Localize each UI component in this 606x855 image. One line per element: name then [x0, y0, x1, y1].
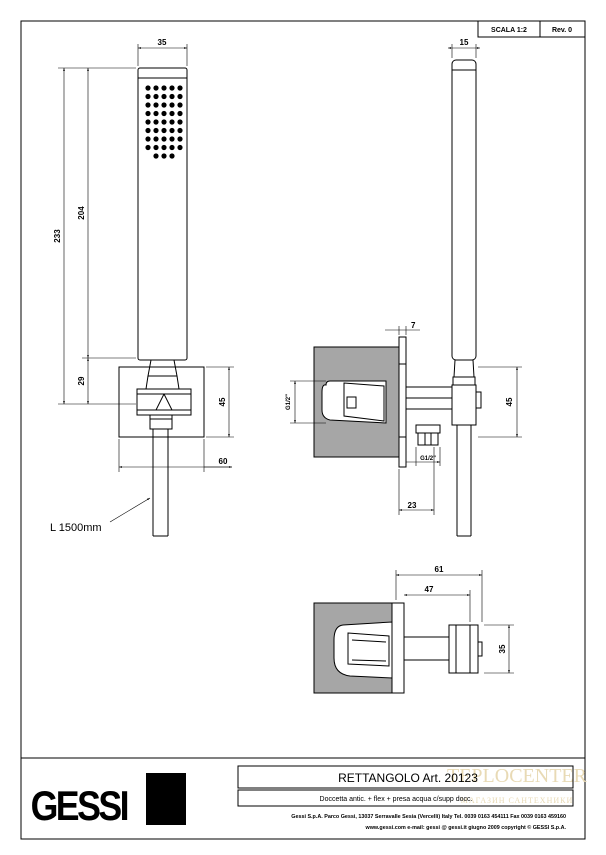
brand-square: [146, 773, 186, 825]
nozzle-dot: [161, 102, 167, 108]
nozzle-dot: [145, 144, 151, 151]
nozzle-dot: [145, 110, 151, 117]
dim-side-depth: 23: [408, 501, 417, 510]
product-description: Doccetta antic. + flex + presa acqua c/s…: [320, 796, 473, 803]
nozzle-dot: [177, 110, 183, 117]
gessi-logo: GESSI: [31, 773, 186, 830]
hose-length-label: L 1500mm: [50, 522, 102, 534]
dim-top-inner-width: 47: [425, 585, 434, 594]
dim-top-height: 35: [498, 644, 507, 653]
top-view: [313, 602, 483, 694]
nozzle-dot: [153, 119, 159, 125]
nozzle-dot: [161, 93, 167, 100]
nozzle-dot: [153, 144, 159, 151]
nozzle-dot: [169, 153, 175, 159]
sheet-border: [20, 20, 586, 840]
nozzle-dot: [153, 136, 159, 142]
dim-side-width: 15: [460, 38, 469, 47]
nozzle-dot: [177, 136, 183, 142]
front-dimensions: [58, 44, 234, 523]
dim-side-offset: 7: [411, 321, 416, 330]
nozzle-dot: [153, 102, 159, 108]
dim-side-bracket-height: 45: [505, 397, 514, 406]
watermark: TEPLOCENTER МАГАЗИН САНТЕХНИКИ: [447, 765, 588, 805]
dim-front-mount-height: 29: [77, 376, 86, 385]
nozzle-dot: [145, 93, 151, 100]
nozzle-dot: [161, 85, 167, 91]
nozzle-dot: [153, 153, 159, 159]
nozzle-dot: [145, 119, 151, 125]
nozzle-dot: [177, 144, 183, 151]
nozzle-dot: [169, 144, 175, 151]
side-shower-handle: [451, 59, 477, 361]
nozzle-dot: [169, 102, 175, 108]
nozzle-dot: [153, 127, 159, 134]
nozzle-dot: [161, 153, 167, 159]
top-holder: [448, 624, 479, 674]
nozzle-dot: [177, 102, 183, 108]
nozzle-dot: [153, 93, 159, 100]
title-block: [21, 757, 585, 807]
nozzle-dot: [145, 102, 151, 108]
nozzle-dot: [177, 119, 183, 125]
watermark-title: TEPLOCENTER: [447, 765, 588, 787]
dim-side-thread-top: G1/2": [286, 394, 292, 410]
dim-front-width: 35: [158, 38, 167, 47]
front-shower-handle: [137, 67, 188, 361]
nozzle-dot: [161, 144, 167, 151]
nozzle-dot: [145, 127, 151, 134]
nozzle-dot: [145, 85, 151, 91]
top-dimensions: [395, 570, 514, 674]
nozzle-dot: [169, 119, 175, 125]
header-block: SCALA 1:2 Rev. 0: [477, 20, 586, 38]
nozzle-dot: [161, 110, 167, 117]
spray-nozzles: [145, 85, 183, 159]
side-holder: [451, 384, 477, 426]
dim-front-total-height: 233: [53, 229, 62, 243]
nozzle-dot: [169, 136, 175, 142]
company-footer: Gessi S.p.A. Parco Gessi, 13037 Serraval…: [291, 814, 566, 820]
nozzle-dot: [153, 85, 159, 91]
nozzle-dot: [177, 127, 183, 134]
nozzle-dot: [161, 119, 167, 125]
dim-side-thread-bottom: G1/2": [420, 456, 436, 462]
nozzle-dot: [169, 110, 175, 117]
front-bracket: [136, 388, 192, 416]
nozzle-dot: [153, 110, 159, 117]
front-view: [118, 67, 205, 537]
revision-label: Rev. 0: [552, 27, 572, 34]
watermark-subtitle: МАГАЗИН САНТЕХНИКИ: [461, 796, 574, 805]
nozzle-dot: [169, 127, 175, 134]
nozzle-dot: [145, 136, 151, 142]
nozzle-dot: [177, 85, 183, 91]
nozzle-dot: [161, 127, 167, 134]
company-footer-2: www.gessi.com e-mail: gessi @ gessi.it g…: [365, 824, 567, 831]
dim-top-total-width: 61: [435, 565, 444, 574]
nozzle-dot: [177, 93, 183, 100]
product-title: RETTANGOLO Art. 20123: [338, 771, 478, 785]
side-view: [313, 59, 482, 537]
nozzle-dot: [169, 93, 175, 100]
dim-front-bracket-height: 45: [218, 397, 227, 406]
side-cover-plate: [398, 336, 407, 468]
nozzle-dot: [161, 136, 167, 142]
front-wall-plate: [118, 366, 205, 438]
dim-front-handle-height: 204: [77, 206, 86, 220]
nozzle-dot: [169, 85, 175, 91]
brand-wordmark: GESSI: [31, 783, 128, 829]
scale-label: SCALA 1:2: [491, 27, 527, 34]
dim-front-plate-width: 60: [219, 457, 228, 466]
side-dimensions: [290, 44, 522, 515]
